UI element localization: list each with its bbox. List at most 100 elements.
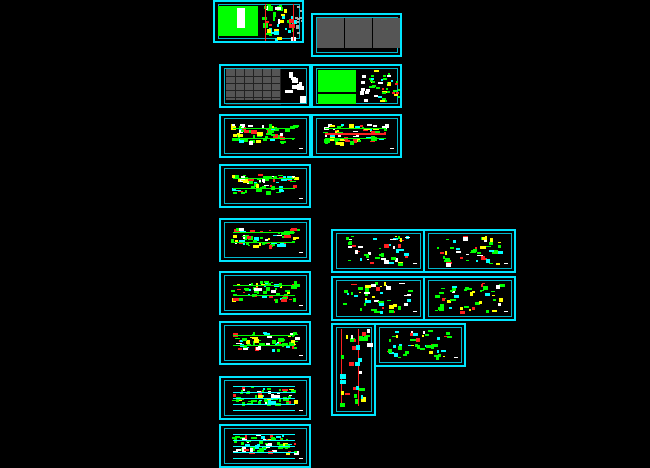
plan-mark bbox=[395, 83, 399, 86]
plan-mark bbox=[492, 299, 497, 301]
drawing-sheet-site-plan[interactable] bbox=[213, 0, 304, 43]
section-mark bbox=[361, 332, 366, 337]
drawing-sheet-notes[interactable] bbox=[311, 64, 402, 108]
plan-mark bbox=[232, 333, 238, 337]
site-mark bbox=[270, 32, 276, 35]
plan-mark bbox=[392, 344, 396, 348]
plan-mark bbox=[395, 258, 399, 262]
plan-mark bbox=[382, 75, 387, 77]
detail-mark bbox=[291, 85, 301, 89]
plan-mark bbox=[256, 390, 262, 393]
plan-mark bbox=[262, 295, 268, 298]
drawing-sheet-index[interactable] bbox=[219, 64, 311, 108]
drawing-sheet-detail[interactable] bbox=[423, 229, 516, 273]
plan-mark bbox=[289, 175, 296, 178]
plan-mark bbox=[270, 128, 275, 131]
plan-mark bbox=[363, 253, 369, 256]
plan-mark bbox=[236, 343, 243, 345]
drawing-sheet-floor-plan[interactable] bbox=[219, 114, 311, 158]
site-mark bbox=[289, 23, 296, 28]
plan-mark bbox=[293, 125, 299, 127]
drawing-sheet-detail[interactable] bbox=[331, 229, 425, 273]
drawing-sheet-elevation[interactable] bbox=[219, 424, 311, 468]
plan-mark bbox=[242, 175, 246, 177]
plan-mark bbox=[232, 134, 238, 138]
drawing-sheet-detail[interactable] bbox=[331, 276, 425, 321]
title-block-mark bbox=[299, 355, 303, 356]
plan-mark bbox=[280, 243, 286, 247]
drawing-sheet-cover[interactable] bbox=[311, 13, 402, 57]
plan-mark bbox=[479, 290, 483, 292]
drawing-sheet-elevation[interactable] bbox=[219, 376, 311, 420]
drawing-sheet-floor-plan[interactable] bbox=[219, 271, 311, 315]
plan-mark bbox=[267, 443, 272, 447]
plan-mark bbox=[278, 190, 284, 192]
plan-mark bbox=[258, 174, 264, 177]
drawing-sheet-detail[interactable] bbox=[423, 276, 516, 321]
plan-mark bbox=[281, 235, 286, 238]
plan-mark bbox=[479, 301, 482, 304]
plan-mark bbox=[403, 353, 408, 357]
plan-mark bbox=[447, 336, 452, 338]
section-mark bbox=[366, 329, 371, 334]
plan-mark bbox=[442, 298, 445, 302]
plan-mark bbox=[248, 180, 253, 184]
plan-mark bbox=[384, 129, 387, 131]
drawing-sheet-section[interactable] bbox=[331, 323, 376, 416]
plan-mark bbox=[281, 342, 288, 347]
plan-mark bbox=[271, 242, 277, 245]
plan-mark bbox=[278, 174, 283, 176]
plan-mark bbox=[252, 333, 256, 336]
drawing-sheet-floor-plan[interactable] bbox=[219, 218, 311, 262]
plan-mark bbox=[261, 242, 266, 245]
plan-mark bbox=[471, 291, 475, 294]
plan-mark bbox=[290, 228, 295, 231]
plan-mark bbox=[359, 258, 363, 261]
plan-mark bbox=[358, 245, 363, 248]
drawing-sheet-floor-plan[interactable] bbox=[311, 114, 402, 158]
plan-mark bbox=[241, 441, 245, 446]
drawing-line bbox=[262, 69, 263, 100]
plan-mark bbox=[241, 235, 245, 238]
drawing-sheet-floor-plan[interactable] bbox=[219, 321, 311, 365]
sheet-frame bbox=[224, 68, 307, 104]
plan-mark bbox=[490, 238, 494, 242]
site-mark bbox=[284, 27, 288, 31]
plan-mark bbox=[259, 237, 263, 240]
drawing-sheet-floor-plan[interactable] bbox=[219, 164, 311, 208]
plan-mark bbox=[239, 124, 245, 128]
plan-mark bbox=[291, 390, 297, 393]
plan-mark bbox=[272, 234, 279, 237]
plan-mark bbox=[270, 290, 276, 293]
plan-mark bbox=[248, 140, 254, 145]
plan-mark bbox=[364, 292, 370, 295]
sheet-frame bbox=[224, 275, 307, 311]
drawing-sheet-detail[interactable] bbox=[374, 323, 466, 367]
plan-mark bbox=[452, 289, 456, 293]
plan-mark bbox=[233, 293, 237, 296]
plan-mark bbox=[281, 177, 288, 181]
plan-mark bbox=[273, 176, 277, 180]
plan-mark bbox=[257, 345, 261, 349]
plan-mark bbox=[480, 283, 484, 287]
plan-mark bbox=[424, 334, 429, 337]
plan-mark bbox=[369, 85, 373, 88]
plan-mark bbox=[251, 436, 257, 439]
plan-mark bbox=[385, 88, 389, 91]
plan-mark bbox=[467, 288, 472, 291]
section-mark bbox=[355, 399, 358, 404]
plan-mark bbox=[234, 240, 238, 244]
plan-mark bbox=[421, 334, 425, 338]
plan-mark bbox=[294, 340, 298, 342]
plan-mark bbox=[417, 345, 420, 349]
plan-mark bbox=[347, 238, 353, 241]
plan-mark bbox=[374, 130, 381, 134]
plan-mark bbox=[280, 437, 284, 441]
plan-mark bbox=[369, 127, 373, 131]
plan-mark bbox=[266, 343, 270, 346]
plan-mark bbox=[370, 284, 376, 287]
plan-mark bbox=[260, 284, 266, 286]
plan-mark bbox=[386, 74, 391, 77]
site-mark bbox=[265, 32, 272, 36]
